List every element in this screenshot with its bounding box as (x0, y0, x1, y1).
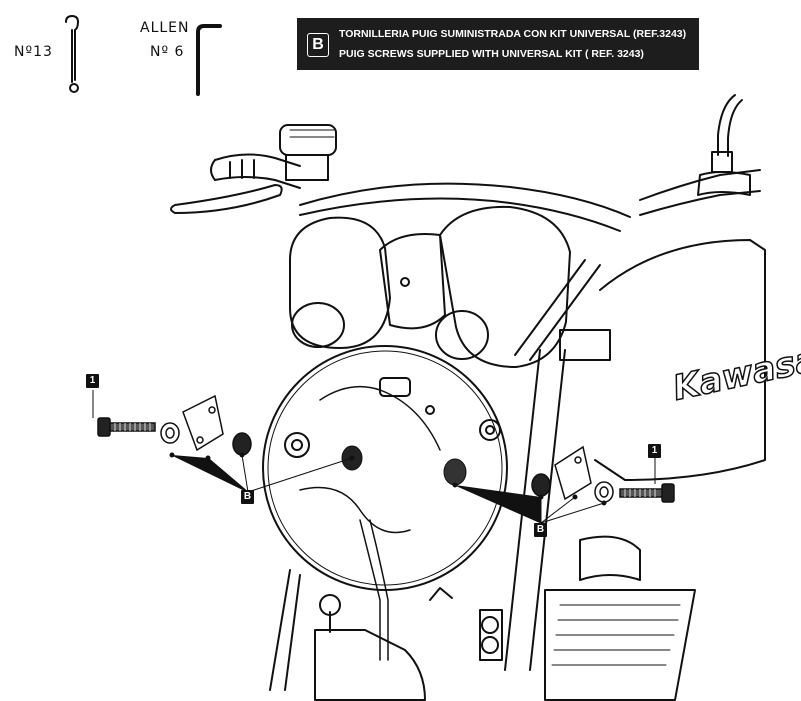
center-right-spacer (443, 458, 467, 486)
right-gauge (439, 205, 571, 368)
fuel-tank (594, 239, 766, 481)
hardware-banner: B TORNILLERIA PUIG SUMINISTRADA CON KIT … (297, 18, 699, 70)
allen-label: ALLEN (140, 20, 190, 36)
wrench-size-label: Nº13 (14, 44, 53, 60)
right-hardware (531, 445, 675, 503)
callout-bolt-right: 1 (648, 444, 661, 458)
allen-key-icon (196, 24, 222, 96)
callout-kit-right: B (534, 523, 547, 537)
wrench-icon (65, 15, 79, 93)
tank-brand: Kawasaki (670, 332, 801, 409)
banner-badge: B (307, 33, 329, 57)
callout-bolt-left: 1 (86, 374, 99, 388)
banner-line-es: TORNILLERIA PUIG SUMINISTRADA CON KIT UN… (339, 28, 687, 40)
headlight-ring (262, 345, 508, 591)
callout-kit-left: B (241, 490, 254, 504)
left-hardware (97, 394, 252, 456)
left-gauge (289, 216, 391, 349)
allen-size-label: Nº 6 (150, 44, 185, 60)
banner-line-en: PUIG SCREWS SUPPLIED WITH UNIVERSAL KIT … (339, 48, 644, 60)
